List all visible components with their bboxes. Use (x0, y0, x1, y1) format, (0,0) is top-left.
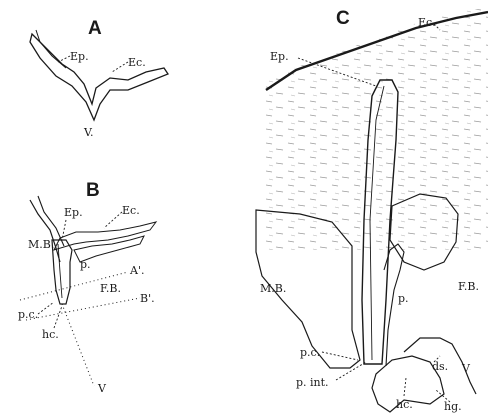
panel-b-leader-pc (38, 302, 54, 314)
panel-b-section-line-b (26, 298, 140, 320)
panel-b-label-p: p. (80, 258, 91, 271)
panel-a-label-ep: Ep. (70, 50, 89, 63)
panel-c-label-p: p. (398, 292, 409, 305)
panel-b-label-ec: Ec. (122, 204, 140, 217)
panel-b-label-v: V (97, 382, 107, 395)
panel-b-label-b-prime: B'. (140, 292, 155, 305)
panel-c-label-hc: hc. (396, 398, 413, 411)
panel-c-leader-p-int (336, 362, 366, 380)
panel-c-label-fb: F.B. (458, 280, 479, 293)
panel-a-label-v: V. (83, 126, 94, 139)
panel-a-tissue (30, 30, 168, 120)
panel-a-leader-ec (112, 62, 128, 72)
panel-c-label-ep: Ep. (270, 50, 289, 63)
panel-c-label-pc: p.c. (300, 346, 320, 359)
panel-c-paraphysis (384, 244, 404, 366)
panel-b-label-ep: Ep. (64, 206, 83, 219)
panel-c-label-p-int: p. int. (296, 376, 329, 389)
panel-b-label-hc: hc. (42, 328, 59, 341)
panel-b-leader-hc (54, 306, 62, 328)
panel-b-leader-ec (104, 212, 122, 228)
panel-b: B Ep. Ec. M.B. p. A'. F.B. B'. p.c. hc. … (18, 180, 156, 395)
panel-b-label-fb: F.B. (100, 282, 121, 295)
panel-a: A Ep. Ec. V. (30, 18, 168, 139)
panel-b-axis-line (62, 304, 94, 386)
panel-b-title: B (86, 180, 100, 201)
panel-c-title: C (336, 8, 350, 29)
panel-a-label-ec: Ec. (128, 56, 146, 69)
panel-b-label-a-prime: A'. (129, 264, 144, 277)
panel-c-label-ec: Ec. (418, 16, 436, 29)
panel-a-title: A (88, 18, 102, 39)
panel-c-label-mb: M.B. (260, 282, 286, 295)
panel-c-leader-hc (404, 378, 406, 396)
panel-c-label-hg: hg. (444, 400, 462, 413)
panel-b-label-pc: p.c. (18, 308, 38, 321)
panel-c-label-v: V (461, 362, 471, 375)
panel-b-label-mb: M.B. (28, 238, 54, 251)
panel-c: C Ec. Ep. M.B. p. F.B. p.c. p. int. hc. … (256, 8, 488, 413)
panel-c-leader-pc (322, 352, 358, 360)
